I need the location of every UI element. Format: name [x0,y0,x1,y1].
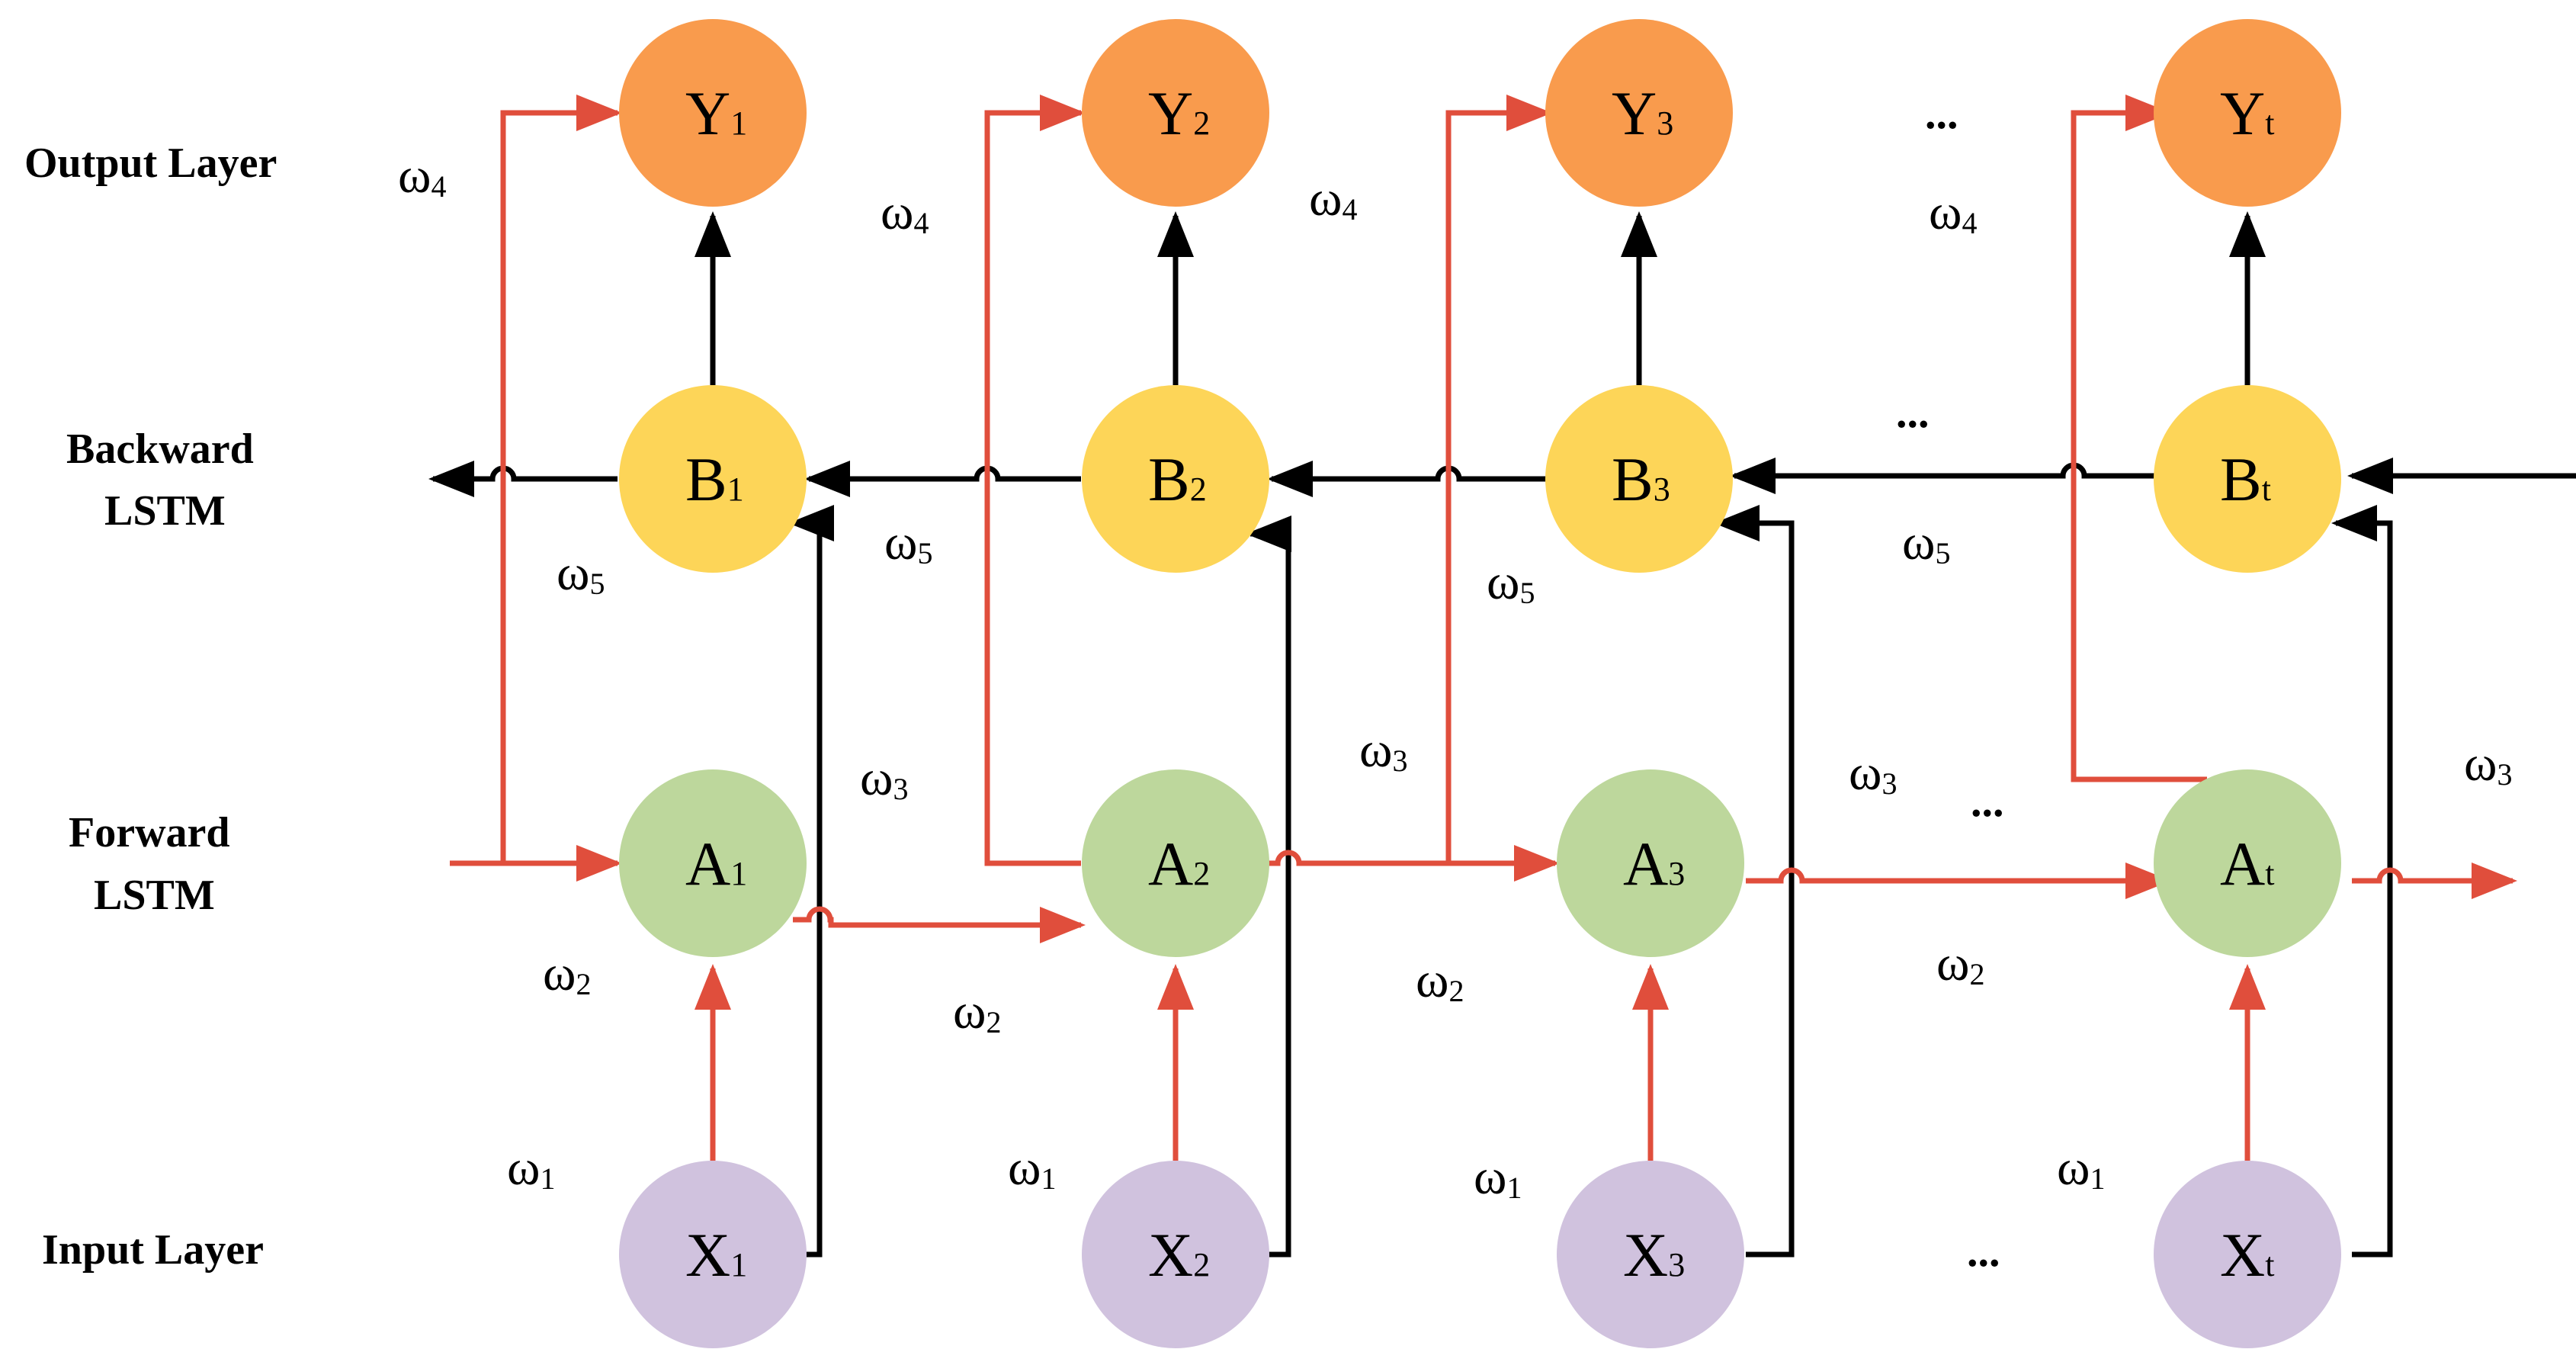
weight-w3: ω3 [1849,745,1897,801]
backward-node-label: B2 [1148,445,1207,514]
forward-node-3: A3 [1557,769,1744,957]
backward-node-2: B2 [1082,385,1269,573]
backward-node-circle [1545,385,1733,573]
input-node-3: X3 [1557,1161,1744,1348]
output-node-3: Y3 [1545,19,1733,207]
ellipses: ... ... ... ... [1896,88,2004,1276]
label-input-layer: Input Layer [42,1226,264,1274]
forward-to-output-links [500,95,2207,866]
output-node-circle [1082,19,1269,207]
input-node-label: Xt [2220,1220,2274,1290]
output-node-circle [2154,19,2341,207]
weight-w4: ω4 [881,185,929,240]
output-node-circle [619,19,807,207]
weight-w3: ω3 [860,750,908,806]
input-node-circle [1082,1161,1269,1348]
forward-node-label: A3 [1623,829,1685,898]
backward-node-t: Bt [2154,385,2341,573]
weight-w1: ω1 [507,1140,555,1196]
ellipsis-backward: ... [1896,387,1930,437]
input-node-circle [2154,1161,2341,1348]
output-node-circle [1545,19,1733,207]
weight-w2: ω2 [543,946,591,1001]
weight-w4: ω4 [398,148,446,204]
backward-node-circle [2154,385,2341,573]
backward-node-circle [1082,385,1269,573]
weight-w5: ω5 [1902,515,1950,570]
ellipsis-forward: ... [1971,776,2004,826]
label-forward-lstm-1: Forward [69,809,230,856]
weight-w5: ω5 [884,515,932,570]
forward-node-label: At [2220,829,2274,898]
forward-node-t: At [2154,769,2341,957]
forward-node-circle [1082,769,1269,957]
backward-to-output-links [695,211,2266,385]
output-node-2: Y2 [1082,19,1269,207]
label-backward-lstm-2: LSTM [104,487,226,535]
label-forward-lstm-2: LSTM [94,872,215,919]
forward-node-2: A2 [1082,769,1269,957]
input-to-forward-links [695,964,2266,1161]
input-node-label: X3 [1623,1220,1685,1290]
ellipsis-output: ... [1925,88,1958,138]
forward-node-label: A1 [685,829,747,898]
weight-w5: ω5 [1487,554,1535,610]
input-node-circle [619,1161,807,1348]
label-output-layer: Output Layer [24,140,277,187]
forward-node-circle [1557,769,1744,957]
label-backward-lstm-1: Backward [66,426,254,473]
input-to-backward-links [788,505,2393,1258]
forward-node-1: A1 [619,769,807,957]
forward-node-label: A2 [1148,829,1210,898]
weight-w1: ω1 [2057,1140,2105,1196]
weight-w1: ω1 [1474,1149,1522,1205]
weight-w5: ω5 [557,545,605,601]
weight-w2: ω2 [953,984,1001,1039]
weight-w2: ω2 [1416,952,1464,1008]
backward-node-3: B3 [1545,385,1733,573]
output-node-t: Yt [2154,19,2341,207]
weight-w4: ω4 [1309,171,1357,226]
output-node-label: Y2 [1148,79,1210,148]
output-node-label: Yt [2220,79,2274,148]
weight-w2: ω2 [1936,936,1984,991]
input-node-1: X1 [619,1161,807,1348]
input-node-label: X2 [1148,1220,1210,1290]
output-node-label: Y1 [685,79,747,148]
forward-node-circle [619,769,807,957]
weight-w1: ω1 [1008,1140,1056,1196]
input-node-2: X2 [1082,1161,1269,1348]
output-node-label: Y3 [1612,79,1673,148]
weight-w3: ω3 [1359,722,1407,778]
backward-node-label: B1 [685,445,744,514]
ellipsis-input: ... [1967,1226,2000,1276]
weight-w3: ω3 [2464,736,2512,792]
backward-node-label: Bt [2220,445,2271,514]
input-node-t: Xt [2154,1161,2341,1348]
backward-node-1: B1 [619,385,807,573]
input-node-circle [1557,1161,1744,1348]
weight-labels: ω4 ω4 ω4 ω4 ω5 ω5 ω5 ω5 ω3 ω3 ω3 ω3 ω2 ω… [398,148,2512,1205]
input-node-label: X1 [685,1220,747,1290]
output-node-1: Y1 [619,19,807,207]
forward-node-circle [2154,769,2341,957]
backward-node-label: B3 [1612,445,1670,514]
backward-node-circle [619,385,807,573]
weight-w4: ω4 [1929,185,1977,240]
